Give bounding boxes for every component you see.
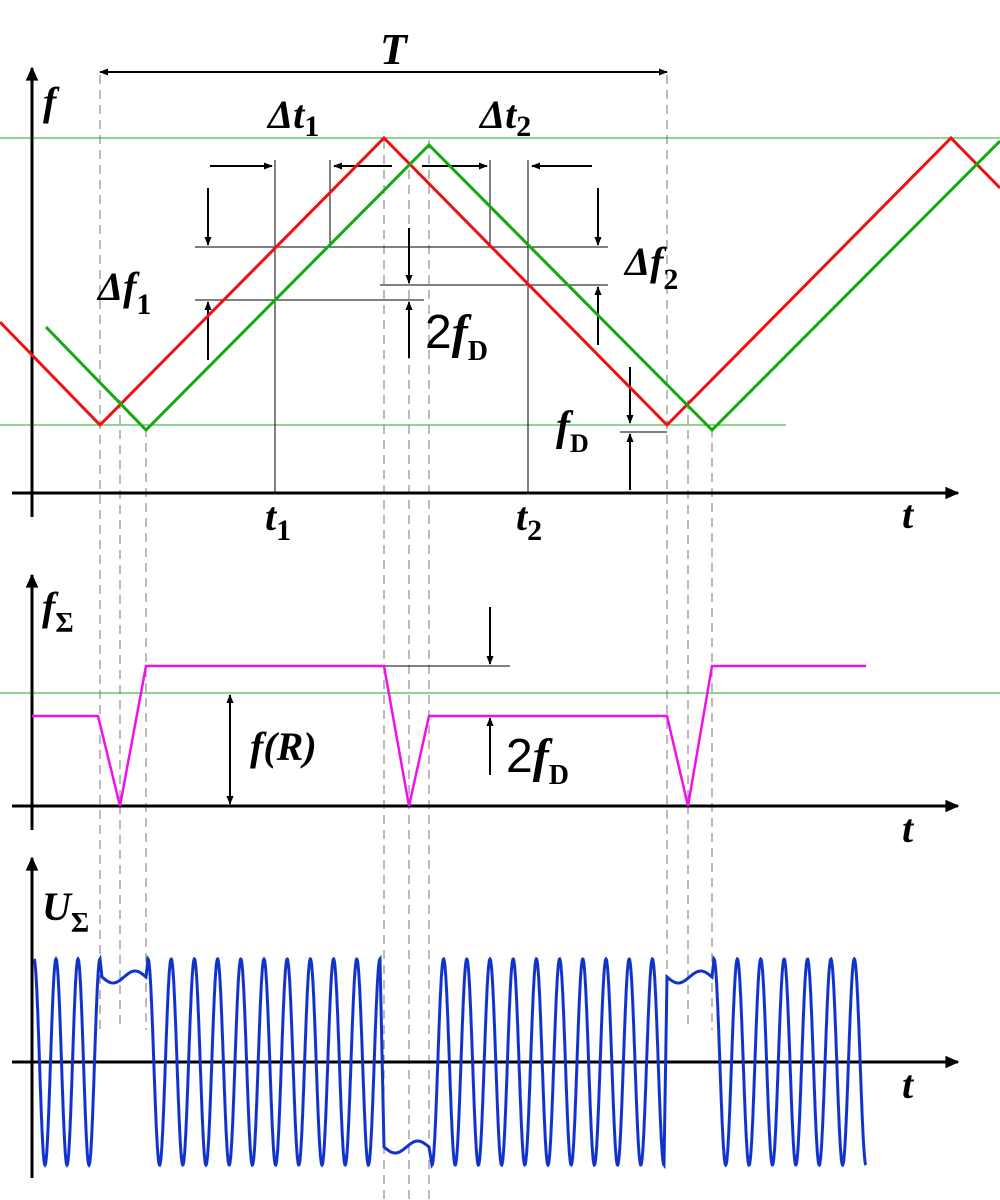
f-axis-label: f (43, 79, 60, 124)
beat-signal-trace (32, 954, 868, 1170)
labels: f T Δt1 Δt2 Δf1 Δf2 2fD fD t1 t2 t fΣ f(… (42, 25, 915, 1107)
beat-frequency-curve (32, 664, 866, 807)
delta-t1-label: Δt1 (266, 92, 319, 143)
period-label: T (380, 25, 409, 74)
two-fd-label-middle: 2fD (506, 730, 569, 791)
delta-f2-label: Δf2 (623, 239, 678, 296)
measurement-lines (195, 160, 667, 667)
two-fd-label-top: 2fD (425, 306, 488, 367)
t-axis-label-top: t (902, 492, 915, 537)
usigma-axis-label: UΣ (42, 884, 89, 939)
t1-label: t1 (265, 494, 291, 547)
beat-signal-waveform (32, 954, 868, 1170)
t-axis-label-middle: t (902, 806, 915, 851)
alignment-dashed-lines (99, 75, 713, 1200)
delta-f1-label: Δf1 (96, 264, 151, 321)
fd-label: fD (556, 404, 589, 458)
transmitted-sweep (0, 135, 1000, 428)
t2-label: t2 (516, 494, 542, 547)
t-axis-label-bottom: t (902, 1062, 915, 1107)
reference-lines (0, 137, 1000, 694)
f-r-label: f(R) (250, 724, 317, 769)
delta-t2-label: Δt2 (478, 92, 531, 143)
received-sweep (44, 139, 1000, 433)
measurement-arrows (99, 68, 668, 805)
fsigma-axis-label: fΣ (42, 584, 74, 639)
